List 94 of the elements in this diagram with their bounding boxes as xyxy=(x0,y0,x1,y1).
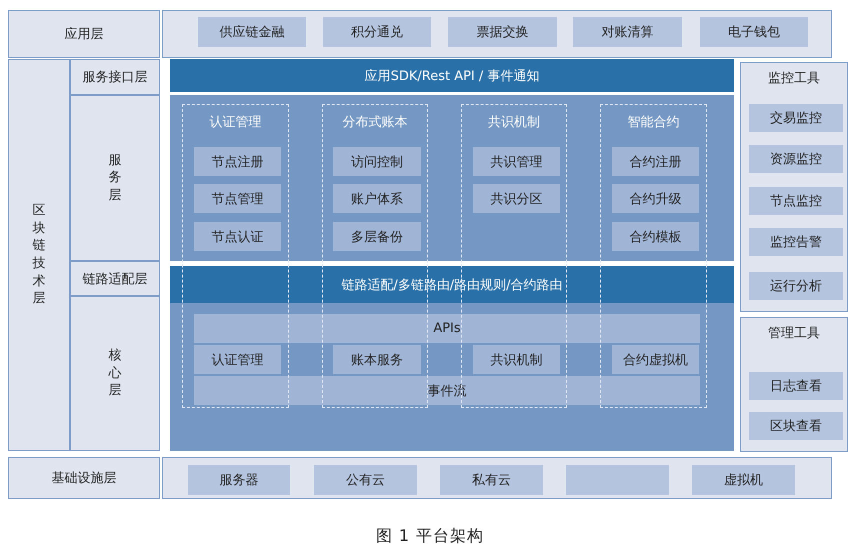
layer-panel xyxy=(162,10,832,58)
item-box xyxy=(566,465,669,495)
box-label: 账本服务 xyxy=(351,352,403,368)
box-label: 服务接口层 xyxy=(82,69,148,86)
box-label: 节点管理 xyxy=(212,190,264,208)
item-box xyxy=(448,17,557,47)
box-label: 应用SDK/Rest API / 事件通知 xyxy=(364,68,540,84)
box-label: 电子钱包 xyxy=(728,24,780,41)
box-label: 访问控制 xyxy=(351,154,403,170)
item-box xyxy=(314,465,417,495)
box-label: 智能合约 xyxy=(628,114,680,131)
box-label: 公有云 xyxy=(346,472,385,489)
layer-box xyxy=(8,10,160,58)
item-box xyxy=(749,145,843,173)
item-box xyxy=(333,222,421,251)
interface-bar xyxy=(170,59,734,92)
box-label: 供应链金融 xyxy=(220,24,284,41)
box-label: 节点注册 xyxy=(212,154,264,170)
item-box xyxy=(440,465,543,495)
group-heading: 监控工具 xyxy=(768,70,820,87)
item-box xyxy=(612,184,699,213)
box-label: 分布式账本 xyxy=(342,114,408,131)
box-label: 资源监控 xyxy=(770,151,822,168)
item-box xyxy=(473,184,560,213)
item-box xyxy=(749,372,843,400)
layer-box xyxy=(740,62,848,312)
item-box xyxy=(194,376,700,405)
box-label: 基础设施层 xyxy=(52,470,116,487)
item-box xyxy=(749,228,843,256)
box-label: 虚拟机 xyxy=(724,472,763,489)
box-label: 合约模板 xyxy=(630,228,682,246)
item-box xyxy=(749,104,843,132)
box-label: 共识机制 xyxy=(488,114,540,131)
layer-box xyxy=(70,95,160,261)
box-label: 节点监控 xyxy=(770,193,822,210)
box-label: 交易监控 xyxy=(770,110,822,127)
box-label: 认证管理 xyxy=(210,114,262,131)
figure-caption: 图 1 平台架构 xyxy=(374,526,486,547)
box-label: 服务器 xyxy=(220,472,258,489)
box-label: 票据交换 xyxy=(476,24,528,41)
box-label: 合约注册 xyxy=(630,154,682,170)
box-label: 共识分区 xyxy=(490,190,542,208)
item-box xyxy=(612,147,699,176)
interface-bar xyxy=(170,266,734,303)
layer-box xyxy=(8,457,160,499)
layer-box xyxy=(70,59,160,95)
box-label: 节点认证 xyxy=(212,228,264,246)
item-box xyxy=(749,187,843,215)
box-label: APIs xyxy=(433,321,461,336)
box-label: 认证管理 xyxy=(212,352,264,368)
item-box xyxy=(194,184,281,213)
box-label: 合约虚拟机 xyxy=(623,352,688,368)
item-box xyxy=(194,345,281,374)
item-box xyxy=(333,184,421,213)
box-label: 共识管理 xyxy=(490,154,542,170)
item-box xyxy=(692,465,795,495)
group-heading: 管理工具 xyxy=(768,325,820,342)
item-box xyxy=(749,412,843,440)
box-label: 对账清算 xyxy=(602,24,654,41)
layer-panel xyxy=(162,457,832,499)
item-box xyxy=(473,147,560,176)
item-box xyxy=(473,345,560,374)
item-box xyxy=(188,465,290,495)
box-label: 多层备份 xyxy=(351,228,403,246)
layer-box xyxy=(70,296,160,451)
item-box xyxy=(323,17,431,47)
box-label: 监控告警 xyxy=(770,234,822,251)
item-box xyxy=(612,345,699,374)
item-box xyxy=(333,147,421,176)
layer-box xyxy=(8,59,70,451)
box-label: 核心层 xyxy=(108,347,122,400)
box-label: 积分通兑 xyxy=(351,24,403,41)
box-label: 账户体系 xyxy=(351,190,403,208)
box-label: 私有云 xyxy=(472,472,511,489)
box-label: 合约升级 xyxy=(630,190,682,208)
item-box xyxy=(612,222,699,251)
box-label: 区块链技术层 xyxy=(32,202,46,308)
item-box xyxy=(749,272,843,300)
box-label: 服务层 xyxy=(108,152,122,204)
box-label: 应用层 xyxy=(64,26,104,43)
item-box xyxy=(198,17,306,47)
item-box xyxy=(573,17,682,47)
item-box xyxy=(194,147,281,176)
box-label: 运行分析 xyxy=(770,278,822,295)
box-label: 共识机制 xyxy=(490,352,542,368)
layer-box xyxy=(70,261,160,296)
item-box xyxy=(700,17,808,47)
item-box xyxy=(194,222,281,251)
item-box xyxy=(333,345,421,374)
box-label: 日志查看 xyxy=(770,378,822,395)
box-label: 区块查看 xyxy=(770,418,822,435)
layer-box xyxy=(740,317,848,452)
box-label: 链路适配层 xyxy=(82,270,148,288)
item-box xyxy=(194,314,700,343)
